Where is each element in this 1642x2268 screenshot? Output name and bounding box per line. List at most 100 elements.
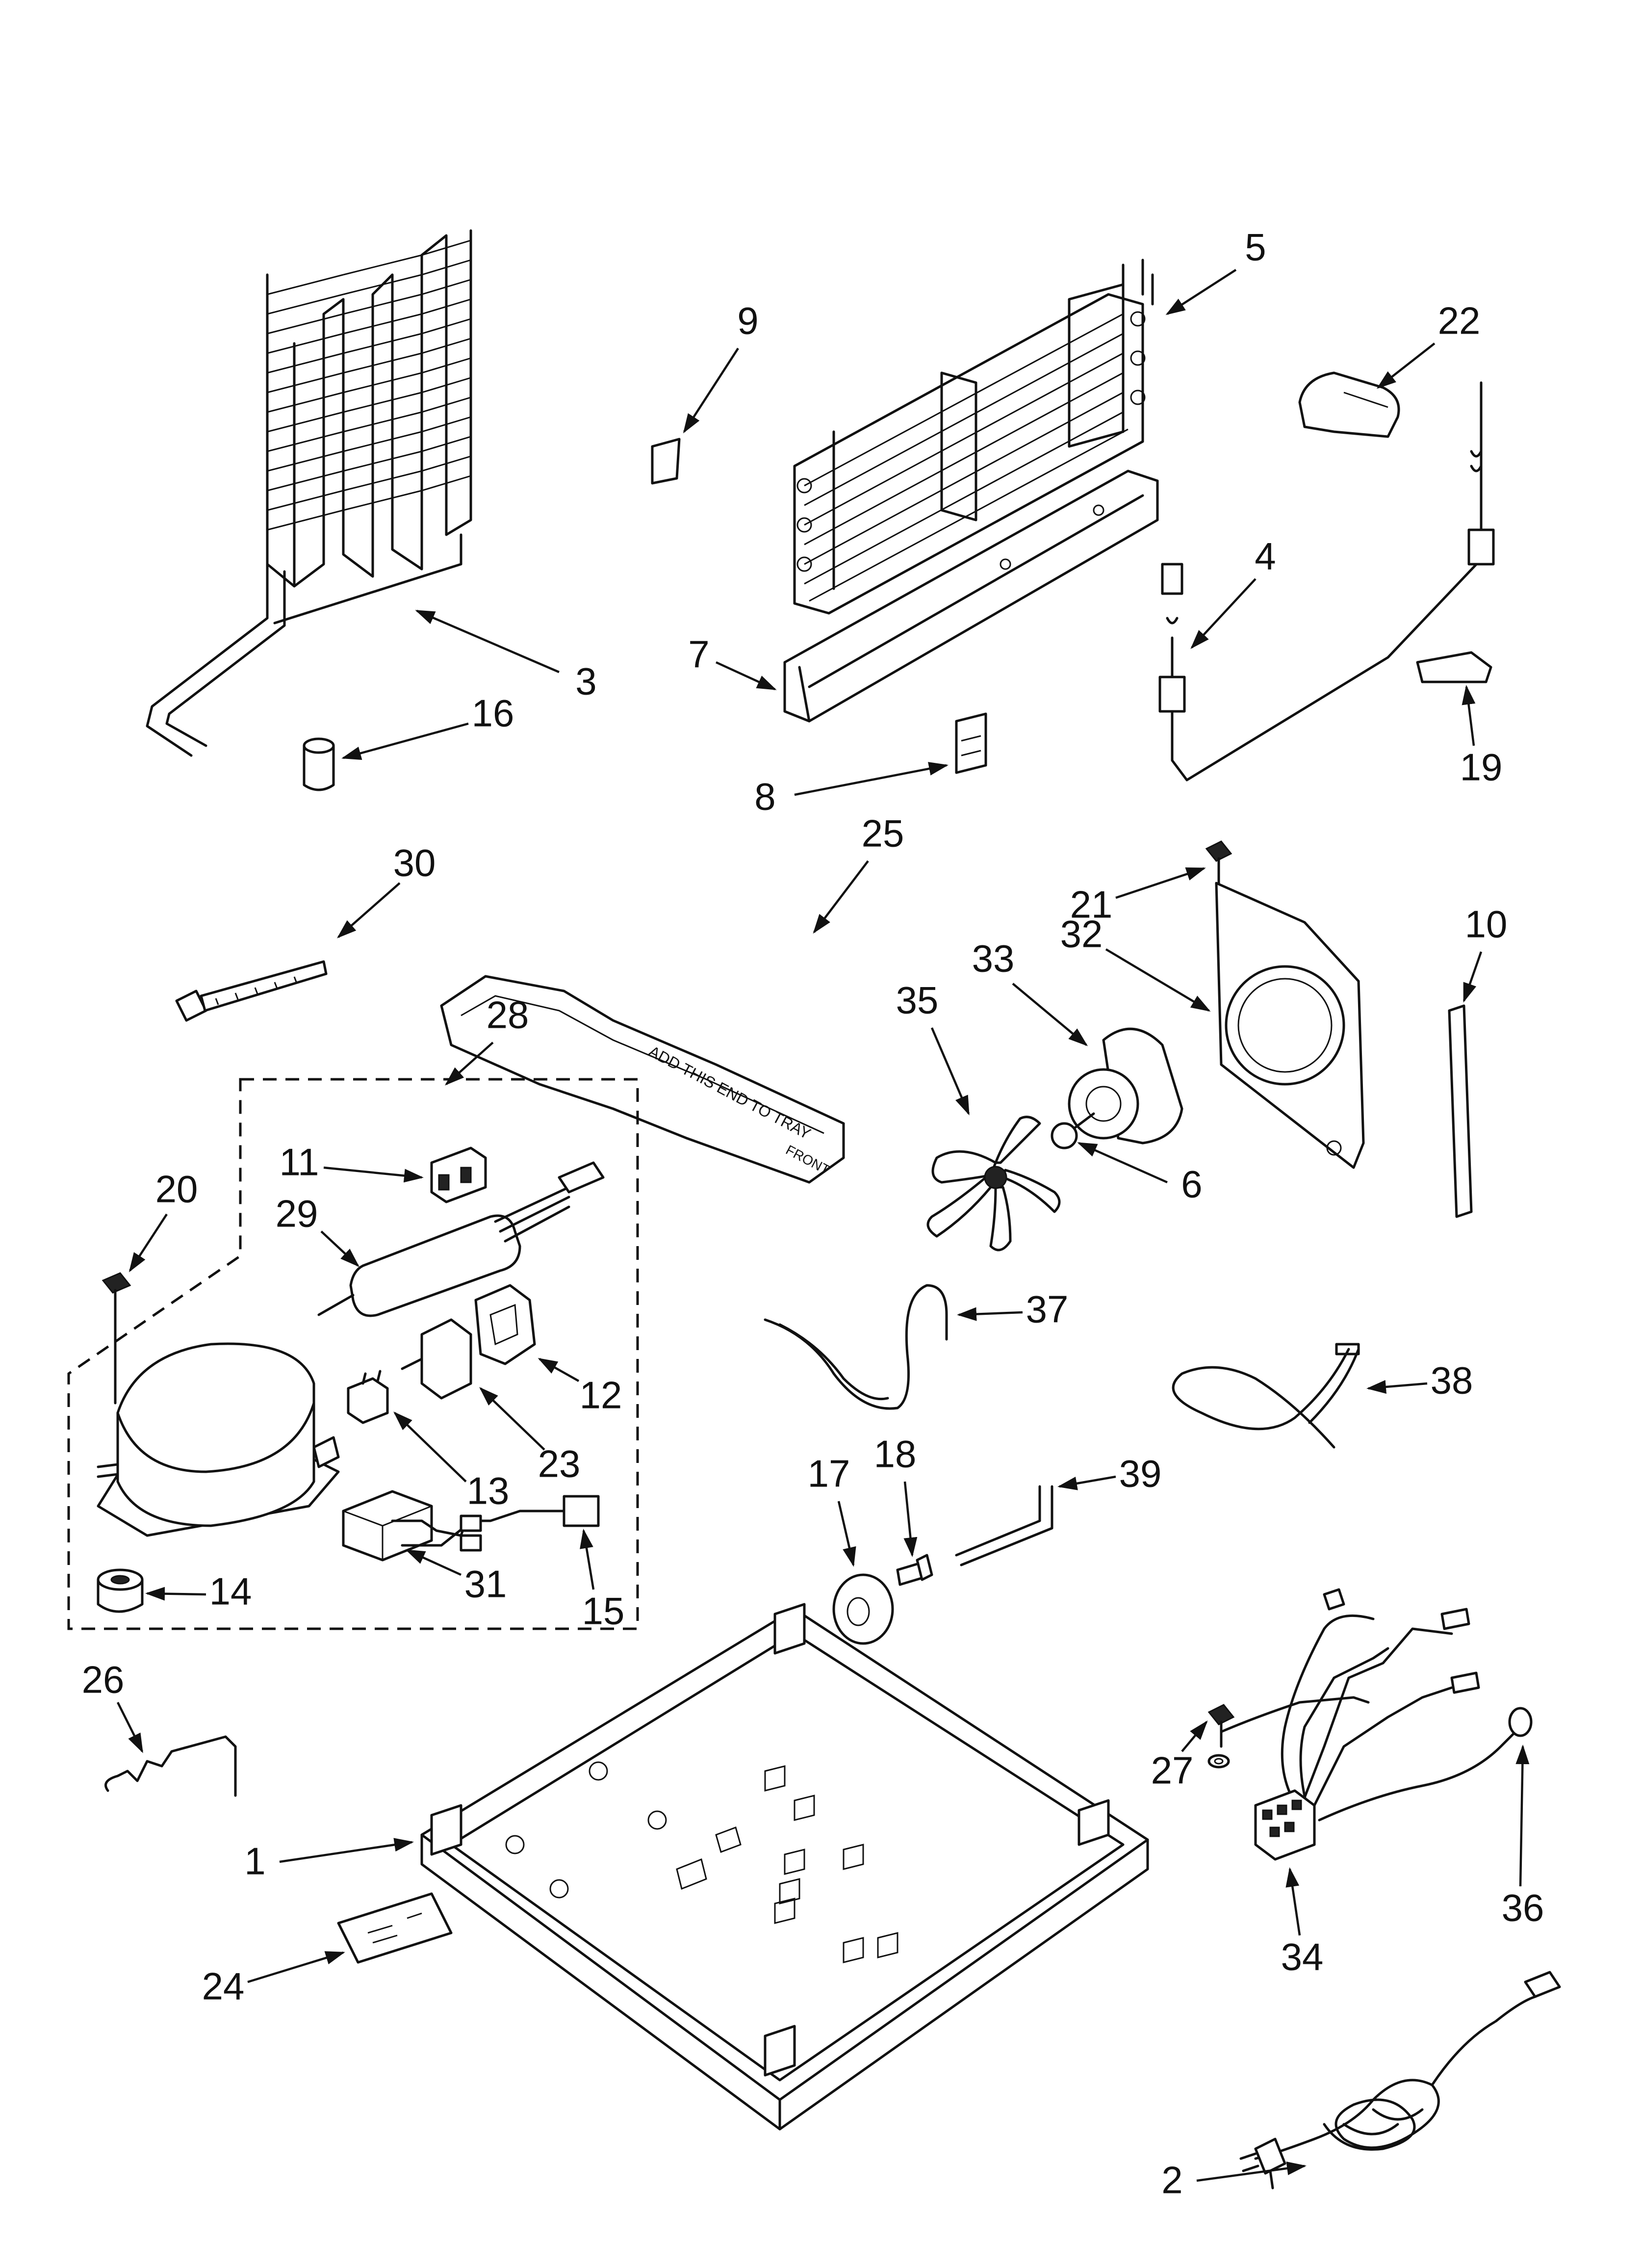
leader-line-23 bbox=[479, 1387, 545, 1451]
leader-line-19 bbox=[1462, 685, 1476, 746]
cover-cap bbox=[1298, 371, 1400, 438]
leader-line-3 bbox=[415, 609, 560, 674]
drain-trough bbox=[783, 469, 1159, 723]
leader-line-11 bbox=[323, 1166, 424, 1183]
screw-part-21 bbox=[1205, 840, 1232, 885]
leader-line-36 bbox=[1515, 1745, 1530, 1887]
wire-rod bbox=[104, 1735, 237, 1797]
leader-line-30 bbox=[336, 882, 401, 938]
leader-line-17 bbox=[837, 1501, 856, 1567]
thermistor-harness bbox=[1158, 381, 1495, 782]
callout-38: 38 bbox=[1431, 1359, 1473, 1402]
leader-line-38 bbox=[1366, 1380, 1428, 1394]
leader-line-9 bbox=[683, 347, 739, 434]
leader-line-15 bbox=[580, 1529, 595, 1590]
callout-12: 12 bbox=[580, 1374, 622, 1417]
callout-26: 26 bbox=[82, 1658, 125, 1701]
callout-36: 36 bbox=[1502, 1886, 1544, 1929]
callout-21: 21 bbox=[1070, 883, 1113, 926]
run-capacitor bbox=[317, 1161, 605, 1317]
fan-shroud bbox=[1215, 882, 1365, 1169]
bracket-part bbox=[955, 712, 987, 774]
tube-part-37 bbox=[764, 1284, 948, 1410]
callout-35: 35 bbox=[896, 979, 939, 1022]
callout-9: 9 bbox=[737, 299, 758, 342]
leader-line-22 bbox=[1376, 342, 1436, 389]
callout-24: 24 bbox=[202, 1965, 245, 2008]
leader-line-12 bbox=[538, 1358, 580, 1382]
leader-line-16 bbox=[341, 722, 469, 760]
power-cord bbox=[1239, 1971, 1561, 2190]
callout-37: 37 bbox=[1026, 1288, 1069, 1331]
cable-tie bbox=[175, 960, 328, 1022]
bushing-part bbox=[303, 737, 335, 791]
callout-7: 7 bbox=[688, 633, 709, 676]
leader-line-7 bbox=[716, 661, 777, 691]
tube-part-38 bbox=[1172, 1343, 1360, 1449]
leader-line-8 bbox=[794, 762, 949, 796]
condenser-coil bbox=[146, 229, 472, 757]
screw-part-27 bbox=[1207, 1704, 1235, 1769]
callout-10: 10 bbox=[1465, 903, 1508, 946]
label-sheet bbox=[337, 1892, 453, 1964]
leader-line-39 bbox=[1057, 1475, 1116, 1490]
wire-assembly bbox=[391, 1495, 600, 1552]
callout-32: 32 bbox=[1060, 912, 1103, 956]
pad-part bbox=[651, 438, 681, 485]
callout-19: 19 bbox=[1460, 746, 1503, 789]
callout-5: 5 bbox=[1245, 226, 1266, 269]
callout-6: 6 bbox=[1181, 1163, 1202, 1206]
leader-line-10 bbox=[1462, 951, 1483, 1003]
leader-line-1 bbox=[279, 1838, 414, 1863]
leader-line-13 bbox=[393, 1411, 467, 1483]
callout-25: 25 bbox=[862, 812, 904, 855]
callout-31: 31 bbox=[464, 1563, 507, 1606]
callout-27: 27 bbox=[1151, 1749, 1194, 1792]
callout-17: 17 bbox=[808, 1452, 850, 1495]
callout-29: 29 bbox=[276, 1192, 318, 1235]
grommet-part bbox=[97, 1568, 144, 1613]
leader-line-35 bbox=[930, 1027, 970, 1116]
callout-28: 28 bbox=[487, 993, 529, 1037]
callout-39: 39 bbox=[1119, 1452, 1162, 1495]
leader-line-27 bbox=[1181, 1720, 1208, 1752]
leader-line-33 bbox=[1012, 983, 1088, 1046]
callout-30: 30 bbox=[393, 841, 436, 885]
leader-line-14 bbox=[145, 1587, 206, 1601]
leader-line-28 bbox=[445, 1042, 494, 1086]
callout-15: 15 bbox=[582, 1590, 625, 1633]
leader-line-29 bbox=[320, 1230, 359, 1267]
leader-line-31 bbox=[405, 1549, 462, 1576]
foam-strip bbox=[1448, 1004, 1473, 1218]
leader-line-20 bbox=[128, 1213, 168, 1273]
axle-pin bbox=[896, 1554, 933, 1586]
leader-line-18 bbox=[903, 1481, 918, 1557]
base-frame bbox=[420, 1603, 1149, 2131]
callout-2: 2 bbox=[1161, 2159, 1182, 2202]
callout-14: 14 bbox=[209, 1570, 252, 1613]
leader-line-2 bbox=[1196, 2161, 1307, 2182]
compressor-kit-outline bbox=[67, 1078, 639, 1630]
callout-23: 23 bbox=[538, 1442, 581, 1486]
callout-13: 13 bbox=[467, 1469, 510, 1512]
leader-line-34 bbox=[1285, 1867, 1301, 1936]
leader-line-25 bbox=[813, 860, 869, 934]
leader-line-6 bbox=[1077, 1142, 1168, 1184]
terminal-cover bbox=[342, 1490, 433, 1562]
relay-part bbox=[430, 1147, 487, 1203]
roller-wheel bbox=[832, 1573, 894, 1645]
tube-part-39 bbox=[955, 1485, 1053, 1566]
callout-11: 11 bbox=[280, 1141, 319, 1184]
screw-part-20 bbox=[102, 1272, 131, 1405]
leader-line-26 bbox=[116, 1701, 144, 1753]
callout-18: 18 bbox=[874, 1433, 917, 1476]
callout-34: 34 bbox=[1281, 1935, 1324, 1979]
leader-line-24 bbox=[247, 1951, 345, 1983]
fan-nut bbox=[1051, 1112, 1095, 1149]
terminal-clip bbox=[347, 1370, 389, 1424]
callout-8: 8 bbox=[754, 775, 775, 818]
callout-20: 20 bbox=[155, 1168, 198, 1211]
callout-3: 3 bbox=[575, 660, 596, 703]
